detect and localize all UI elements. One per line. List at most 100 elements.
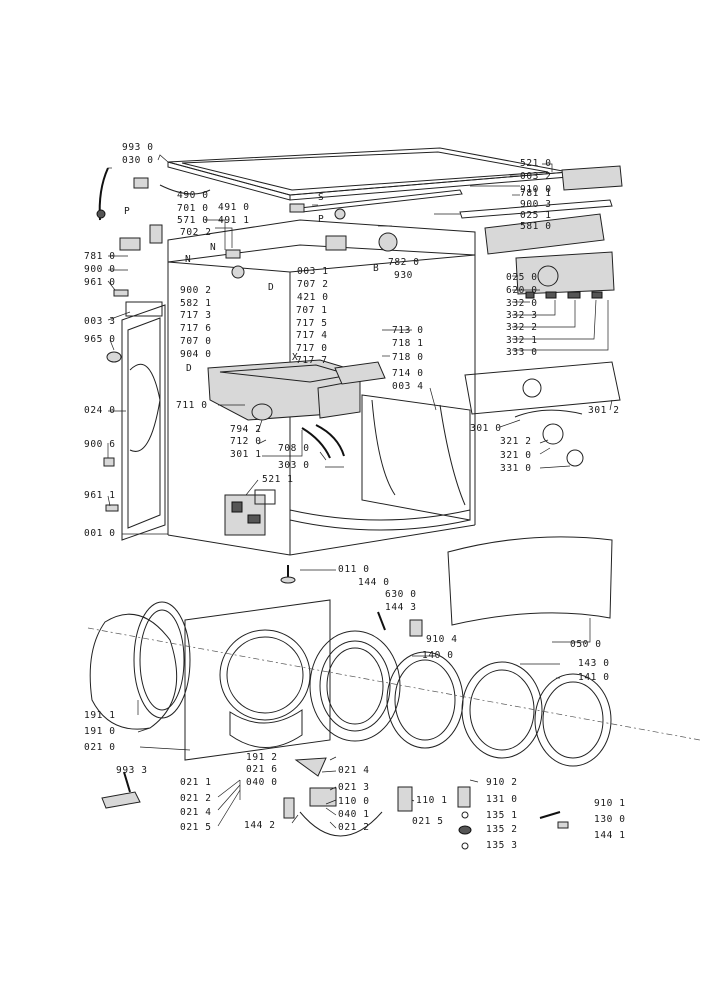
part-label: 701 0: [177, 203, 209, 214]
part-label: 702 2: [180, 227, 212, 238]
part-label: 717 5: [296, 318, 328, 329]
part-label: D: [186, 363, 192, 374]
part-label: 110 1: [416, 795, 448, 806]
part-label: 191 0: [84, 726, 116, 737]
control-panel-parts: [459, 165, 623, 467]
part-label: 707 0: [180, 336, 212, 347]
part-label: 707 2: [297, 279, 329, 290]
part-label: P: [124, 206, 130, 217]
part-label: 191 2: [246, 752, 278, 763]
part-label: 332 2: [506, 322, 538, 333]
part-label: 707 1: [296, 305, 328, 316]
side-panel: [121, 301, 166, 541]
part-label: 421 0: [297, 292, 329, 303]
part-label: 021 2: [180, 793, 212, 804]
door-frame: [461, 661, 543, 759]
part-label: 718 1: [392, 338, 424, 349]
part-label: 021 3: [338, 782, 370, 793]
part-label: 191 1: [84, 710, 116, 721]
part-label: 131 0: [486, 794, 518, 805]
part-label: 993 0: [122, 142, 154, 153]
part-label: 030 0: [122, 155, 154, 166]
part-label: 332 3: [506, 310, 538, 321]
part-label: 900 0: [84, 264, 116, 275]
drain-hose: [301, 424, 345, 459]
part-label: 140 0: [422, 650, 454, 661]
part-label: B: [373, 263, 379, 274]
part-label: 490 0: [177, 190, 209, 201]
part-label: 718 0: [392, 352, 424, 363]
part-label: 021 4: [180, 807, 212, 818]
part-label: 141 0: [578, 672, 610, 683]
part-label: 571 0: [177, 215, 209, 226]
part-label: 144 2: [244, 820, 276, 831]
part-label: 003 4: [392, 381, 424, 392]
part-label: 110 0: [338, 796, 370, 807]
part-label: 021 5: [412, 816, 444, 827]
part-label: 712 0: [230, 436, 262, 447]
inlet-valves: [96, 167, 398, 512]
part-label: 135 2: [486, 824, 518, 835]
part-label: X: [292, 352, 298, 363]
part-label: 630 0: [385, 589, 417, 600]
part-label: 135 3: [486, 840, 518, 851]
part-label: 900 3: [520, 199, 552, 210]
part-label: 021 0: [84, 742, 116, 753]
part-label: 040 0: [246, 777, 278, 788]
part-label: 143 0: [578, 658, 610, 669]
part-label: 021 2: [338, 822, 370, 833]
part-label: 303 0: [278, 460, 310, 471]
door-gasket: [309, 630, 401, 742]
part-label: D: [268, 282, 274, 293]
part-label: 581 0: [520, 221, 552, 232]
part-label: 321 0: [500, 450, 532, 461]
part-label: 782 0: [388, 257, 420, 268]
part-label: 301 1: [230, 449, 262, 460]
assembly-axis: [87, 627, 701, 741]
part-label: 025 1: [520, 210, 552, 221]
drum-assembly: [89, 601, 191, 730]
electronic-module: [224, 489, 276, 536]
part-label: 930: [394, 270, 413, 281]
hinge-parts: [101, 611, 569, 850]
part-label: 301 0: [470, 423, 502, 434]
dispenser-housing: [207, 359, 386, 421]
part-label: 910 0: [520, 184, 552, 195]
part-label: 021 4: [338, 765, 370, 776]
part-label: 001 0: [84, 528, 116, 539]
part-label: 040 1: [338, 809, 370, 820]
part-label: 717 7: [296, 355, 328, 366]
part-label: 331 0: [500, 463, 532, 474]
part-label: 717 3: [180, 310, 212, 321]
part-label: S: [318, 192, 324, 203]
part-label: 050 0: [570, 639, 602, 650]
part-label: 961 1: [84, 490, 116, 501]
part-label: 024 0: [84, 405, 116, 416]
part-label: 717 0: [296, 343, 328, 354]
part-label: 021 1: [180, 777, 212, 788]
part-label: 900 6: [84, 439, 116, 450]
part-label: 135 1: [486, 810, 518, 821]
part-label: 332 1: [506, 335, 538, 346]
part-label: 301 2: [588, 405, 620, 416]
part-label: 144 1: [594, 830, 626, 841]
part-label: 711 0: [176, 400, 208, 411]
part-label: 781 0: [84, 251, 116, 262]
part-label: 717 6: [180, 323, 212, 334]
part-label: 144 3: [385, 602, 417, 613]
part-label: 021 5: [180, 822, 212, 833]
part-label: 491 1: [218, 215, 250, 226]
part-label: 910 2: [486, 777, 518, 788]
part-label: 620 0: [506, 285, 538, 296]
part-label: 333 0: [506, 347, 538, 358]
part-label: 521 0: [520, 158, 552, 169]
part-label: 900 2: [180, 285, 212, 296]
part-label: 714 0: [392, 368, 424, 379]
part-label: 144 0: [358, 577, 390, 588]
door-glass: [534, 673, 612, 767]
part-label: 130 0: [594, 814, 626, 825]
part-label: 003 3: [84, 316, 116, 327]
part-label: 713 0: [392, 325, 424, 336]
